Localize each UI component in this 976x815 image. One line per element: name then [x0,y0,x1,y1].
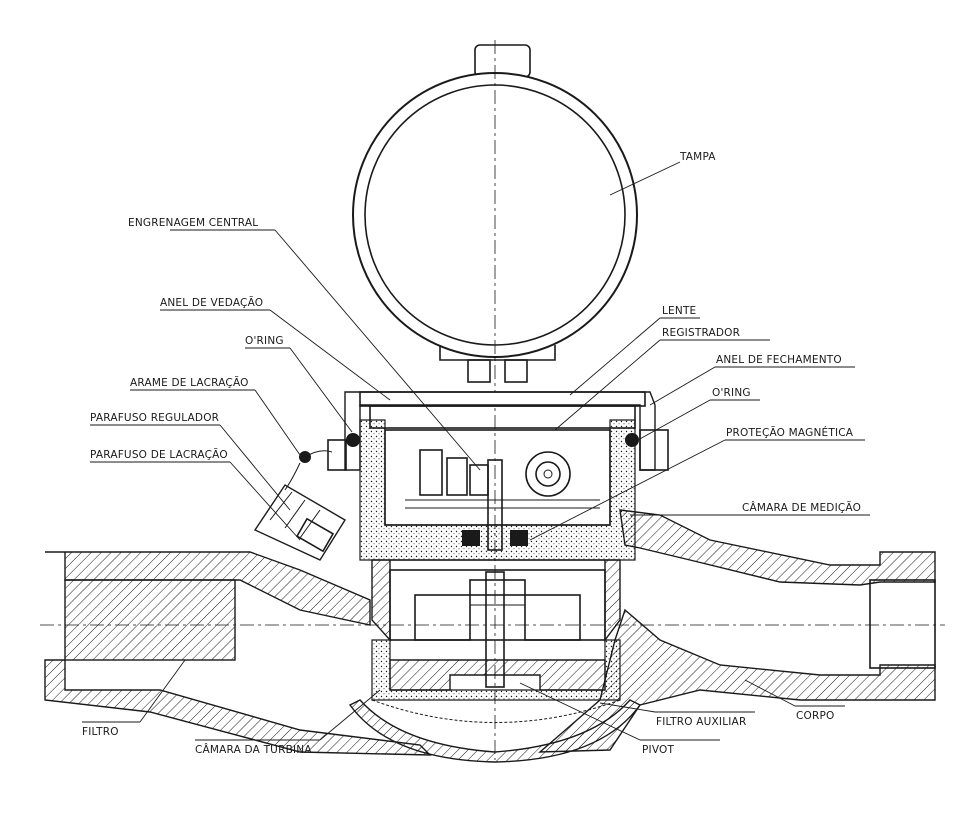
label-parafuso-regulador: PARAFUSO REGULADOR [90,412,219,424]
outlet-flange [869,579,936,669]
label-oring-left: O'RING [245,335,284,347]
meter-body-corpo [44,509,936,763]
filter-filtro [64,579,236,661]
label-anel-fechamento: ANEL DE FECHAMENTO [716,354,842,366]
label-anel-vedacao: ANEL DE VEDAÇÃO [160,296,263,309]
label-arame-lacracao: ARAME DE LACRAÇÃO [130,376,249,389]
label-parafuso-lacracao: PARAFUSO DE LACRAÇÃO [90,448,228,461]
label-filtro-auxiliar: FILTRO AUXILIAR [656,716,746,728]
label-protecao-magnetica: PROTEÇÃO MAGNÉTICA [726,426,854,439]
leader-lines [82,161,870,741]
label-pivot: PIVOT [642,744,674,756]
label-corpo: CORPO [796,710,835,722]
label-oring-right: O'RING [712,387,751,399]
label-tampa: TAMPA [679,151,716,163]
label-registrador: REGISTRADOR [662,327,740,339]
part-labels: TAMPA ENGRENAGEM CENTRAL ANEL DE VEDAÇÃO… [82,151,861,756]
label-lente: LENTE [662,305,696,317]
label-engrenagem-central: ENGRENAGEM CENTRAL [128,217,258,229]
label-camara-turbina: CÂMARA DA TURBINA [195,743,312,756]
turbine-chamber [371,559,621,723]
regulating-screw [253,450,346,561]
label-camara-medicao: CÂMARA DE MEDIÇÃO [742,501,861,514]
label-filtro: FILTRO [82,726,119,738]
measurement-chamber-housing [327,391,669,561]
